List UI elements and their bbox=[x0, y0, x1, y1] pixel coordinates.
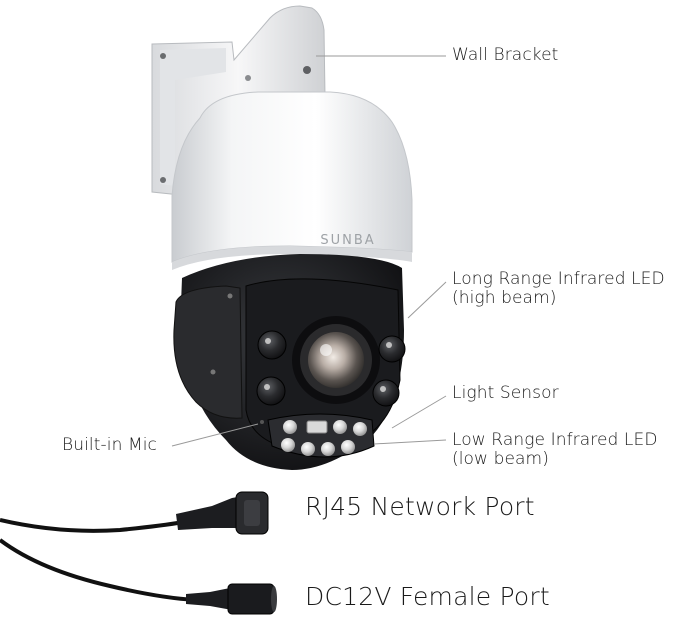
label-long-range-led-sub: (high beam) bbox=[452, 288, 557, 309]
label-low-range-led-title: Low Range Infrared LED bbox=[452, 430, 658, 450]
built-in-mic-hole bbox=[260, 420, 264, 424]
label-wall-bracket: Wall Bracket bbox=[452, 45, 559, 65]
low-range-infrared-leds bbox=[267, 413, 375, 458]
light-sensor bbox=[306, 420, 328, 434]
label-built-in-mic: Built-in Mic bbox=[62, 435, 157, 455]
long-range-infrared-leds bbox=[256, 330, 406, 407]
label-light-sensor: Light Sensor bbox=[452, 383, 559, 403]
dc-cable bbox=[0, 538, 277, 615]
label-dc-port: DC12V Female Port bbox=[305, 582, 550, 611]
brand-logo: SUNBA bbox=[320, 233, 375, 248]
label-low-range-led-sub: (low beam) bbox=[452, 449, 549, 470]
main-lens bbox=[292, 316, 380, 404]
camera-housing bbox=[171, 91, 413, 270]
label-low-range-led: Low Range Infrared LED (low beam) bbox=[452, 430, 658, 470]
label-long-range-led: Long Range Infrared LED (high beam) bbox=[452, 269, 665, 309]
leader-lines bbox=[171, 55, 447, 447]
rj45-cable bbox=[0, 491, 269, 535]
label-rj45-port: RJ45 Network Port bbox=[305, 492, 535, 521]
label-long-range-led-title: Long Range Infrared LED bbox=[452, 269, 665, 289]
